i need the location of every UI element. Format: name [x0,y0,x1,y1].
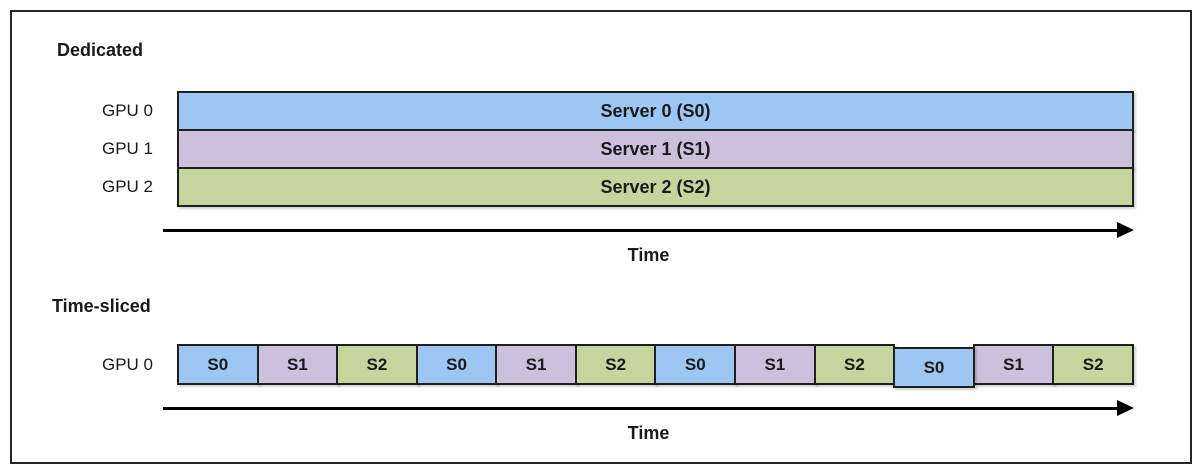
time-slice-s1: S1 [734,344,816,385]
dedicated-bar-server0: Server 0 (S0) [177,91,1134,131]
dedicated-gpu0-label: GPU 0 [101,101,153,120]
dedicated-time-axis-line [163,229,1118,232]
time-slice-s1: S1 [495,344,577,385]
timesliced-time-axis-line [163,407,1118,410]
dedicated-time-axis-arrowhead-icon [1117,222,1134,238]
timesliced-gpu0-label: GPU 0 [101,355,153,374]
time-slice-s0-offset: S0 [893,347,975,388]
time-slice-s0: S0 [654,344,737,385]
dedicated-time-axis-label: Time [627,245,670,265]
timesliced-time-axis-label: Time [627,423,670,443]
timesliced-section-title: Time-sliced [52,296,151,316]
dedicated-bar-server1: Server 1 (S1) [177,129,1134,169]
time-slice-s0: S0 [415,344,498,385]
dedicated-gpu1-label: GPU 1 [101,139,153,158]
time-slice-s2: S2 [574,344,657,385]
timesliced-time-axis-arrowhead-icon [1117,400,1134,416]
time-slice-s1: S1 [972,344,1055,385]
time-slice-s1: S1 [256,344,339,385]
time-slice-s2: S2 [336,344,418,385]
diagram-border-frame [10,10,1192,464]
dedicated-gpu2-label: GPU 2 [101,177,153,196]
time-slice-s2: S2 [813,344,896,385]
time-slice-s0: S0 [177,344,259,385]
time-slice-s2: S2 [1052,344,1134,385]
dedicated-bar-server2: Server 2 (S2) [177,167,1134,207]
dedicated-section-title: Dedicated [57,40,144,60]
timesliced-slice-row: S0 S1 S2 S0 S1 S2 S0 S1 S2 S0 S1 S2 [177,344,1134,388]
